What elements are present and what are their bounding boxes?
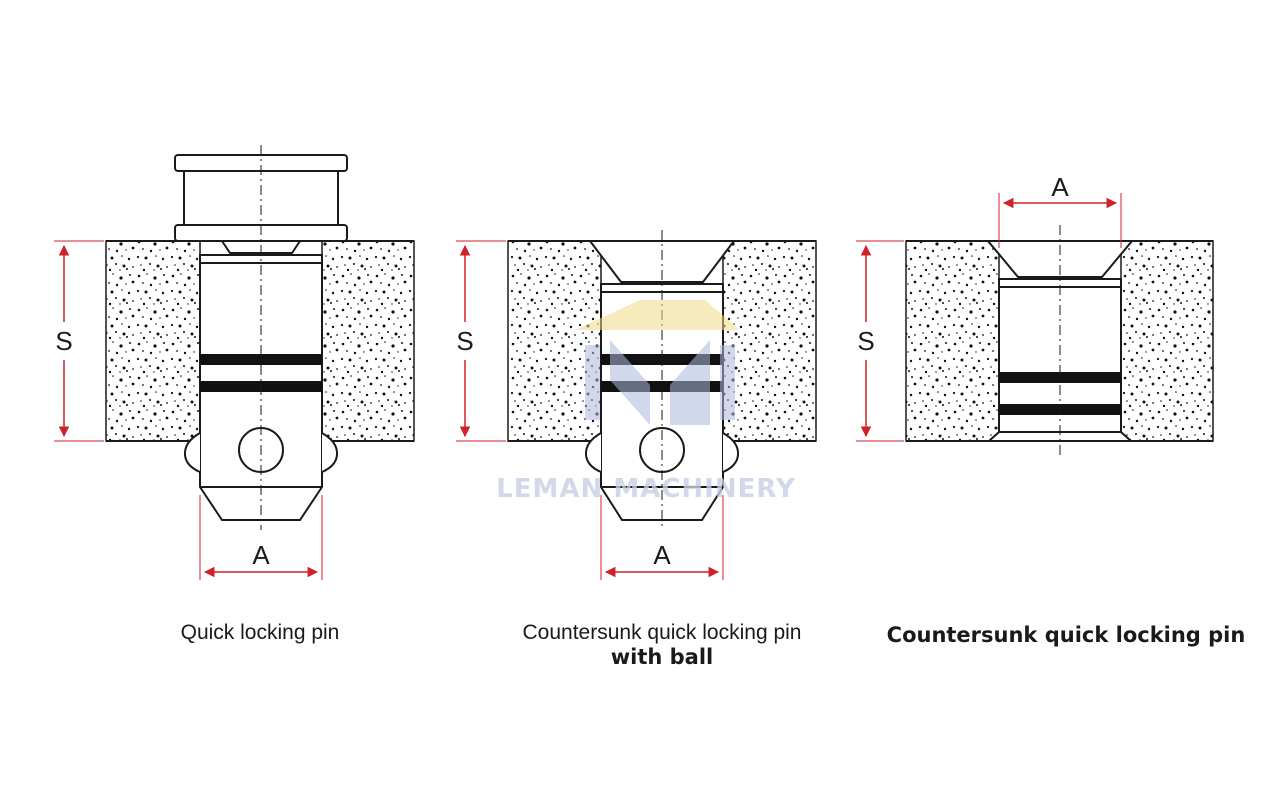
- dimension-s: S: [451, 240, 506, 442]
- locking-band-upper: [999, 372, 1121, 383]
- dimension-a: A: [199, 495, 323, 580]
- locking-ball-left: [584, 432, 602, 473]
- dimension-a: A: [998, 172, 1122, 248]
- caption-line1: Countersunk quick locking pin: [522, 621, 802, 644]
- watermark-text: LEMAN MACHINERY: [496, 474, 796, 504]
- countersink-cone: [587, 240, 737, 283]
- dimension-s: S: [50, 240, 104, 442]
- dimension-a-label: A: [252, 540, 270, 570]
- dimension-a-label: A: [653, 540, 671, 570]
- material-block-right: [722, 240, 817, 442]
- material-block-right: [321, 240, 415, 442]
- caption-line1: Countersunk quick locking pin: [886, 623, 1246, 647]
- material-block-right: [1120, 240, 1214, 442]
- diagram-countersunk: S A: [852, 172, 1214, 458]
- dimension-a: A: [600, 495, 724, 580]
- locking-ball-left: [183, 432, 201, 473]
- caption-line1: Quick locking pin: [180, 621, 340, 644]
- caption-line2: with ball: [610, 645, 714, 669]
- diagram-quick-locking-pin: S A: [50, 145, 415, 580]
- diagram-countersunk-ball: LEMAN MACHINERY S A: [451, 230, 817, 580]
- material-block-left: [105, 240, 201, 442]
- dimension-s-label: S: [857, 326, 874, 356]
- locking-ball-right: [722, 432, 740, 473]
- caption-countersunk-ball: Countersunk quick locking pin with ball: [452, 621, 872, 669]
- locking-band-lower: [601, 381, 723, 392]
- caption-quick-locking-pin: Quick locking pin: [110, 621, 410, 645]
- dimension-s: S: [852, 240, 904, 442]
- material-block-left: [905, 240, 1000, 442]
- dimension-a-label: A: [1051, 172, 1069, 202]
- dimension-s-label: S: [456, 326, 473, 356]
- watermark-logo: [575, 300, 740, 425]
- dimension-s-label: S: [55, 326, 72, 356]
- locking-ball-right: [321, 432, 339, 473]
- caption-countersunk: Countersunk quick locking pin: [880, 623, 1252, 647]
